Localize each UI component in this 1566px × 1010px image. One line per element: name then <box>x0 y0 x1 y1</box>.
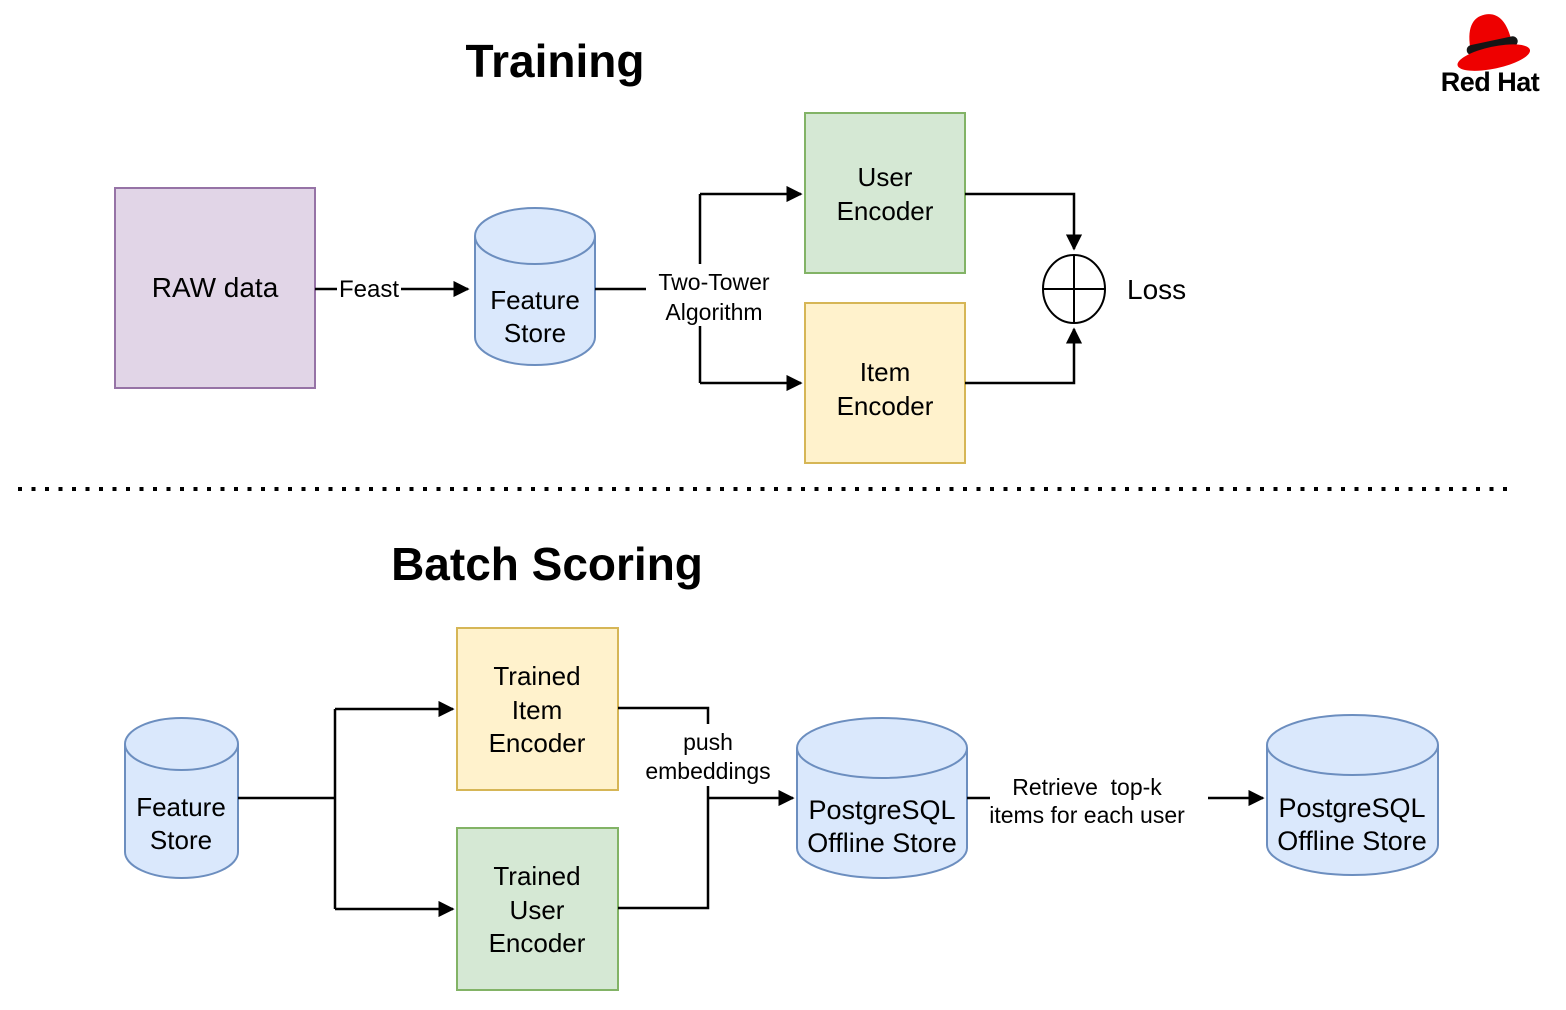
batch-scoring-title: Batch Scoring <box>391 538 703 590</box>
bs-feature-store-label-line2: Store <box>150 825 212 855</box>
push-embeddings-label-bg <box>627 724 789 786</box>
feast-edge-label: Feast <box>339 276 399 303</box>
user-encoder-to-loss-edge <box>965 192 1083 251</box>
trained-item-encoder-label-line1: Trained <box>493 661 580 691</box>
trained-item-encoder-label-line2: Item <box>512 695 563 725</box>
red-hat-wordmark: Red Hat <box>1441 67 1540 97</box>
cylinder-body <box>124 717 239 879</box>
postgres-right-label-line1: PostgreSQL <box>1278 793 1425 823</box>
feature-store-label-line2: Store <box>504 318 566 348</box>
cylinder-rim <box>474 235 596 265</box>
retrieve-topk-label-line1: Retrieve top-k <box>1012 774 1162 800</box>
cylinder-rim <box>124 743 239 771</box>
cylinder-body <box>796 717 968 879</box>
trained-user-encoder-label-line1: Trained <box>493 861 580 891</box>
red-hat-logo: Red Hat <box>1441 14 1540 97</box>
raw-data-node <box>114 187 316 389</box>
cylinder-body <box>1266 714 1439 876</box>
two-tower-label-line2: Algorithm <box>665 299 762 325</box>
postgres-offline-store-right-cylinder: PostgreSQL Offline Store <box>1266 714 1439 876</box>
loss-label: Loss <box>1127 274 1186 305</box>
training-title: Training <box>466 35 645 87</box>
item-encoder-node <box>804 302 966 464</box>
item-encoder-label-line2: Encoder <box>837 391 934 421</box>
cylinder-rim <box>1266 744 1439 776</box>
fedora-brim <box>1457 44 1531 71</box>
two-tower-label-line1: Two-Tower <box>658 269 770 295</box>
trained-user-out-edge <box>618 798 710 910</box>
feature-store-label-line1: Feature <box>490 285 580 315</box>
trained-user-encoder-label-line3: Encoder <box>489 928 586 958</box>
postgres-left-label-line1: PostgreSQL <box>808 795 955 825</box>
bs-feature-store-label-line1: Feature <box>136 792 226 822</box>
user-encoder-label-line2: Encoder <box>837 196 934 226</box>
user-encoder-label-line1: User <box>858 162 913 192</box>
fedora-icon <box>1457 14 1531 71</box>
two-tower-label-bg <box>646 264 783 326</box>
bs-feature-store-cylinder: Feature Store <box>124 717 239 879</box>
retrieve-topk-label-bg <box>990 770 1186 830</box>
feature-store-cylinder: Feature Store <box>474 207 596 366</box>
trained-item-encoder-node <box>456 627 619 791</box>
item-encoder-to-loss-edge <box>965 327 1083 385</box>
item-encoder-label-line1: Item <box>860 357 911 387</box>
push-embeddings-label-line1: push <box>683 729 733 755</box>
push-embeddings-label-line2: embeddings <box>645 758 770 784</box>
feast-label-bg <box>337 273 401 305</box>
postgres-right-label-line2: Offline Store <box>1277 826 1427 856</box>
cylinder-body <box>474 207 596 366</box>
trained-item-encoder-label-line3: Encoder <box>489 728 586 758</box>
postgres-left-label-line2: Offline Store <box>807 828 957 858</box>
postgres-offline-store-left-cylinder: PostgreSQL Offline Store <box>796 717 968 879</box>
raw-data-label: RAW data <box>152 272 279 303</box>
trained-user-encoder-label-line2: User <box>510 895 565 925</box>
cylinder-rim <box>796 747 968 779</box>
retrieve-topk-label-line2: items for each user <box>989 802 1185 828</box>
user-encoder-node <box>804 112 966 274</box>
